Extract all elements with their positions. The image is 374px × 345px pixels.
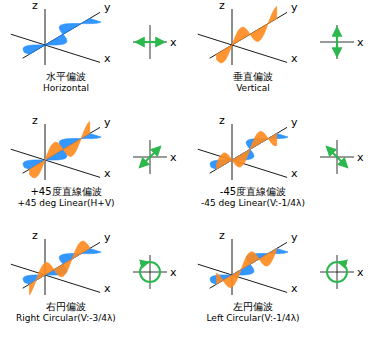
rotation-arrow: [339, 262, 345, 266]
axis-label: z: [32, 115, 38, 127]
caption-en: Vertical: [236, 84, 270, 94]
symbol-axis-label: x: [170, 37, 177, 49]
caption-ja: 左円偏波: [233, 301, 273, 312]
wave-sheet: [217, 7, 277, 63]
axis-label: y: [291, 232, 298, 244]
coordinate-axis: [198, 34, 232, 45]
coordinate-axis: [45, 160, 46, 180]
coordinate-axis: [232, 9, 233, 45]
coordinate-axis: [11, 34, 45, 45]
caption-en: -45 deg Linear(V:-1/4λ): [201, 199, 305, 209]
polarization-panel: [198, 239, 354, 295]
polarization-arrow: [327, 147, 347, 167]
axis-label: x: [291, 283, 298, 295]
caption-en: Horizontal: [43, 84, 89, 94]
polarization-panel: [11, 122, 167, 180]
caption-en: +45 deg Linear(H+V): [17, 199, 114, 209]
axis-label: z: [32, 0, 38, 12]
symbol-axis: [337, 25, 338, 59]
axis-label: y: [104, 2, 111, 14]
polarization-panel: [11, 239, 167, 295]
axis-label: z: [219, 230, 225, 242]
axis-label: x: [291, 53, 298, 65]
axis-label: y: [291, 2, 298, 14]
symbol-axis-label: x: [357, 267, 364, 279]
axis-label: y: [104, 232, 111, 244]
axis-label: x: [104, 53, 111, 65]
axis-label: z: [219, 115, 225, 127]
polarization-circle: [327, 262, 347, 282]
coordinate-axis: [45, 45, 46, 65]
symbol-axis: [133, 42, 167, 43]
wave-sheet: [217, 248, 277, 287]
caption-ja: 右円偏波: [46, 301, 86, 312]
wave-sheet: [30, 122, 90, 178]
axis-label: x: [104, 283, 111, 295]
coordinate-axis: [232, 160, 233, 180]
coordinate-axis: [45, 160, 100, 177]
axis-label: y: [291, 117, 298, 129]
symbol-axis: [337, 255, 338, 289]
polarization-arrow: [140, 147, 160, 167]
coordinate-axis: [45, 9, 46, 45]
polarization-circle: [140, 262, 160, 282]
symbol-axis-label: x: [170, 152, 177, 164]
caption-en: Right Circular(V:-3/4λ): [16, 314, 116, 324]
coordinate-axis: [198, 264, 232, 275]
wave-sheet: [217, 131, 277, 169]
coordinate-axis: [232, 239, 233, 275]
wave-sheet: [23, 18, 101, 54]
caption-ja: +45度直線偏波: [30, 186, 101, 197]
coordinate-axis: [232, 45, 287, 62]
caption-ja: 垂直偏波: [233, 71, 273, 82]
symbol-axis-label: x: [357, 152, 364, 164]
axis-label: x: [291, 168, 298, 180]
caption-en: Left Circular(V:-1/4λ): [207, 314, 300, 324]
axis-label: y: [104, 117, 111, 129]
polarization-panel: [198, 7, 354, 65]
wave-sheet: [30, 241, 90, 295]
coordinate-axis: [45, 275, 100, 292]
polarization-panel: [198, 124, 354, 180]
axis-label: x: [104, 168, 111, 180]
caption-ja: 水平偏波: [46, 71, 86, 82]
polarization-arrow: [136, 41, 164, 43]
coordinate-axis: [232, 275, 287, 292]
coordinate-axis: [232, 45, 233, 65]
coordinate-axis: [45, 124, 46, 160]
axis-label: z: [219, 0, 225, 12]
symbol-axis-label: x: [170, 267, 177, 279]
polarization-panel: [11, 9, 167, 65]
axis-label: z: [32, 230, 38, 242]
symbol-axis: [150, 255, 151, 289]
coordinate-axis: [45, 275, 46, 295]
caption-ja: -45度直線偏波: [220, 186, 286, 197]
coordinate-axis: [11, 149, 45, 160]
wave-sheet: [23, 133, 101, 169]
coordinate-axis: [45, 45, 100, 62]
polarization-arrow: [336, 28, 338, 56]
symbol-axis-label: x: [357, 37, 364, 49]
coordinate-axis: [232, 124, 233, 160]
rotation-arrow: [142, 262, 148, 266]
